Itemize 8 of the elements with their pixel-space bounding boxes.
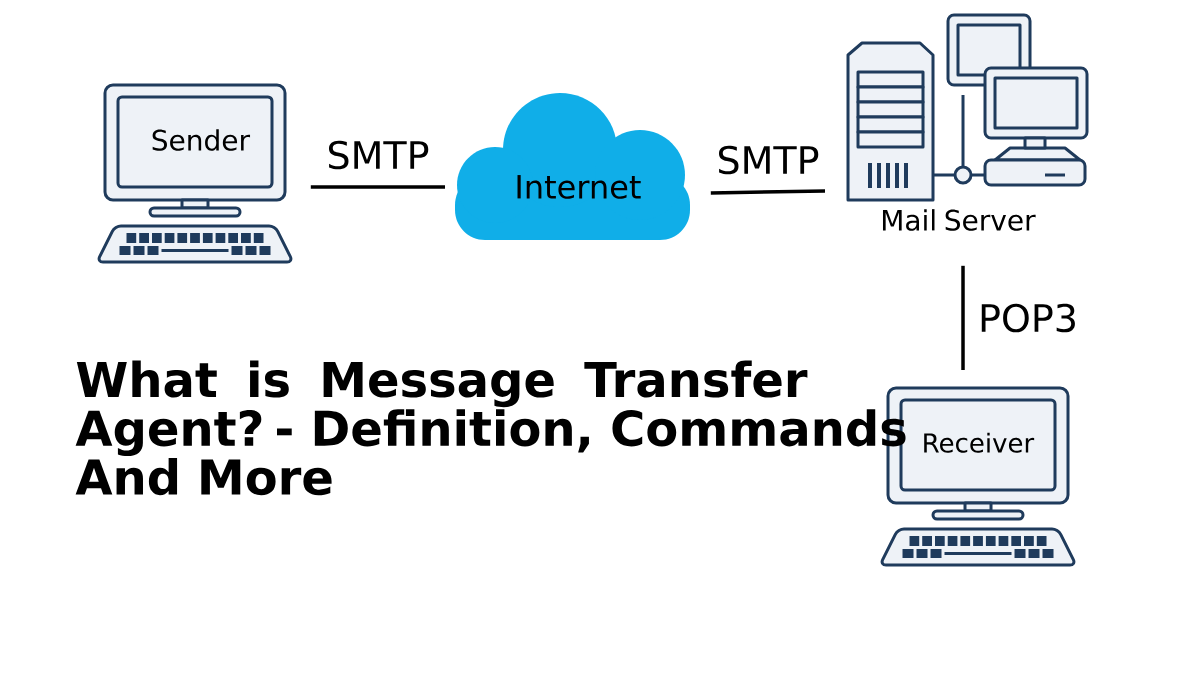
edge-label: POP3 <box>981 303 1075 333</box>
connector-line <box>310 185 445 189</box>
node-label: Mail Server <box>883 209 1036 231</box>
edge-label: SMTP <box>719 145 819 175</box>
connector-line <box>710 189 826 195</box>
node-label: Internet <box>517 175 641 199</box>
connector-line <box>961 265 965 370</box>
edge-label: SMTP <box>329 140 429 170</box>
